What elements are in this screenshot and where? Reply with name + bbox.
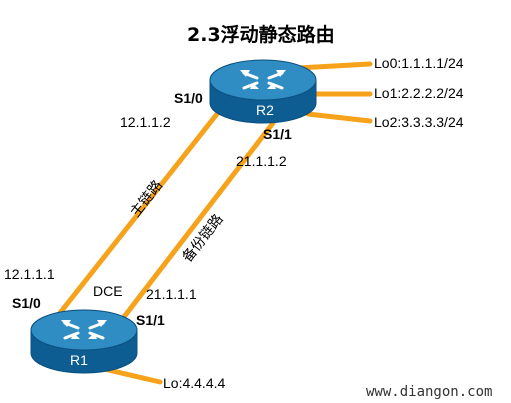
r1-loopback-label: Lo:4.4.4.4	[163, 375, 225, 391]
r1-s1-0-label: S1/0	[12, 295, 41, 311]
router-r1-label: R1	[70, 352, 88, 368]
watermark: www.diangon.com	[366, 384, 492, 400]
lo0-link-line	[295, 61, 373, 71]
r2-s1-1-ip: 21.1.1.2	[236, 153, 287, 169]
loopback-0-label: Lo0:1.1.1.1/24	[374, 55, 464, 71]
r2-s1-0-label: S1/0	[174, 90, 203, 106]
router-icon	[209, 59, 317, 124]
router-r2-label: R2	[256, 102, 274, 118]
backup-link-line	[114, 120, 276, 329]
primary-link-label: 主链路	[128, 178, 166, 221]
r1-s1-1-ip: 21.1.1.1	[146, 286, 197, 302]
r2-s1-0-ip: 12.1.1.2	[120, 114, 171, 130]
r1-s1-0-ip: 12.1.1.1	[4, 266, 55, 282]
lo2-link-line	[305, 111, 373, 124]
router-r2[interactable]: R2	[209, 59, 317, 124]
r2-s1-1-label: S1/1	[263, 126, 292, 142]
dce-label: DCE	[93, 283, 123, 299]
diagram-title: 2.3浮动静态路由	[187, 23, 335, 46]
loopback-2-label: Lo2:3.3.3.3/24	[374, 114, 464, 130]
loopback-1-label: Lo1:2.2.2.2/24	[374, 85, 464, 101]
router-icon	[30, 309, 138, 374]
router-r1[interactable]: R1	[30, 309, 138, 374]
r1-s1-1-label: S1/1	[136, 312, 165, 328]
primary-link-line	[53, 97, 231, 321]
